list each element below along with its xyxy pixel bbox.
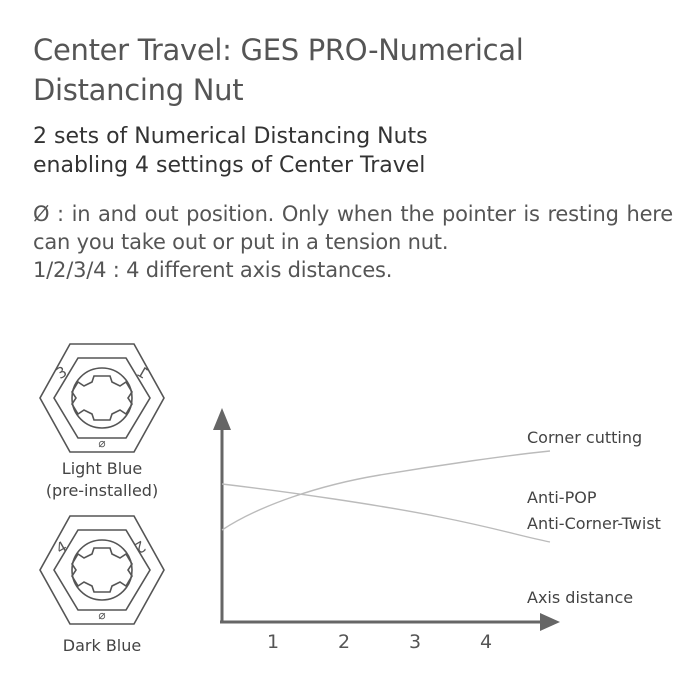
series-label-anti-pop: Anti-POP xyxy=(527,488,597,507)
x-tick-labels: 1 2 3 4 xyxy=(267,631,492,653)
x-tick-label: 1 xyxy=(267,631,279,653)
light-blue-note: (pre-installed) xyxy=(45,481,159,500)
y-axis-arrow-icon xyxy=(213,408,231,430)
hexagon-outer-icon xyxy=(39,343,165,453)
x-tick-label: 4 xyxy=(480,631,492,653)
description-line-2: 1/2/3/4 : 4 different axis distances. xyxy=(33,258,393,282)
light-blue-name: Light Blue xyxy=(61,459,143,478)
dark-blue-nut-illustration: 4 2 ⌀ xyxy=(39,515,165,625)
nut-ring-icon xyxy=(71,367,133,429)
series-label-anti-corner-twist: Anti-Corner-Twist xyxy=(527,514,661,533)
in-out-symbol: ⌀ xyxy=(98,436,105,450)
in-out-symbol: ⌀ xyxy=(98,608,105,622)
page-subtitle: 2 sets of Numerical Distancing Nuts enab… xyxy=(33,122,673,180)
dark-blue-name: Dark Blue xyxy=(62,636,142,655)
series-line-anti-pop xyxy=(221,483,551,543)
hexagon-inner-icon xyxy=(53,529,151,611)
x-axis-label: Axis distance xyxy=(527,588,633,607)
series-label-corner-cutting: Corner cutting xyxy=(527,428,642,447)
page-title: Center Travel: GES PRO-Numerical Distanc… xyxy=(33,30,673,110)
x-tick-label: 3 xyxy=(409,631,421,653)
dark-blue-label: Dark Blue xyxy=(22,635,182,657)
title-line-2: Distancing Nut xyxy=(33,73,244,107)
light-blue-nut-illustration: 3 1 ⌀ xyxy=(39,343,165,453)
hexagon-outer-icon xyxy=(39,515,165,625)
description-line-1: Ø : in and out position. Only when the p… xyxy=(33,202,673,254)
nut-gear-icon xyxy=(71,547,133,593)
title-line-1: Center Travel: GES PRO-Numerical xyxy=(33,33,524,67)
x-tick-label: 2 xyxy=(338,631,350,653)
subtitle-line-1: 2 sets of Numerical Distancing Nuts xyxy=(33,124,428,149)
hexagon-inner-icon xyxy=(53,357,151,439)
nut-ring-icon xyxy=(71,539,133,601)
nut-gear-icon xyxy=(71,375,133,421)
x-axis-arrow-icon xyxy=(540,613,560,631)
description: Ø : in and out position. Only when the p… xyxy=(33,200,673,284)
subtitle-line-2: enabling 4 settings of Center Travel xyxy=(33,153,426,178)
series-line-corner-cutting xyxy=(221,450,551,531)
light-blue-label: Light Blue (pre-installed) xyxy=(22,458,182,502)
